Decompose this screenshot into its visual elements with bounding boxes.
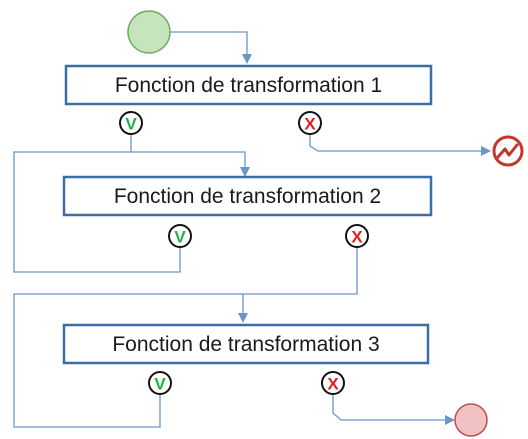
connectors: [13, 31, 491, 428]
transformation-box-2-label: Fonction de transformation 2: [114, 185, 381, 208]
box3-failure-glyph: X: [327, 375, 339, 394]
connector-box1-success-to-box2: [130, 135, 246, 168]
connector-box2-failure-to-box3: [242, 248, 358, 314]
box2-failure-glyph: X: [351, 228, 363, 247]
arrowhead-error: [481, 146, 491, 156]
box2-failure-port: X: [345, 224, 369, 248]
transformation-box-2: Fonction de transformation 2: [62, 175, 433, 217]
end-node: [454, 403, 488, 437]
error-lightning-icon: [496, 143, 519, 159]
transformation-box-3: Fonction de transformation 3: [62, 323, 430, 365]
arrowhead-box3: [238, 313, 248, 323]
transformation-box-3-label: Fonction de transformation 3: [112, 333, 379, 356]
box3-failure-port: X: [321, 371, 345, 395]
transformation-box-1-label: Fonction de transformation 1: [115, 74, 382, 97]
connector-start-to-box1: [170, 31, 248, 55]
transformation-box-1: Fonction de transformation 1: [64, 64, 433, 106]
box1-failure-glyph: X: [304, 115, 316, 134]
box3-success-glyph: V: [154, 375, 166, 394]
box1-success-glyph: V: [125, 115, 137, 134]
connector-box1-failure-to-error: [309, 135, 482, 152]
arrowhead-box2: [240, 167, 250, 177]
connector-box2-success-loop: [13, 151, 181, 273]
error-exit-node: [492, 135, 524, 167]
box2-success-port: V: [168, 224, 192, 248]
arrowhead-box1: [242, 54, 252, 64]
connector-box3-failure-to-end: [332, 395, 446, 421]
start-node: [127, 10, 171, 54]
box1-success-port: V: [119, 111, 143, 135]
connector-box3-success-loop: [13, 293, 243, 428]
box3-success-port: V: [148, 371, 172, 395]
arrowhead-end: [445, 415, 455, 425]
box2-success-glyph: V: [174, 228, 186, 247]
box1-failure-port: X: [298, 111, 322, 135]
